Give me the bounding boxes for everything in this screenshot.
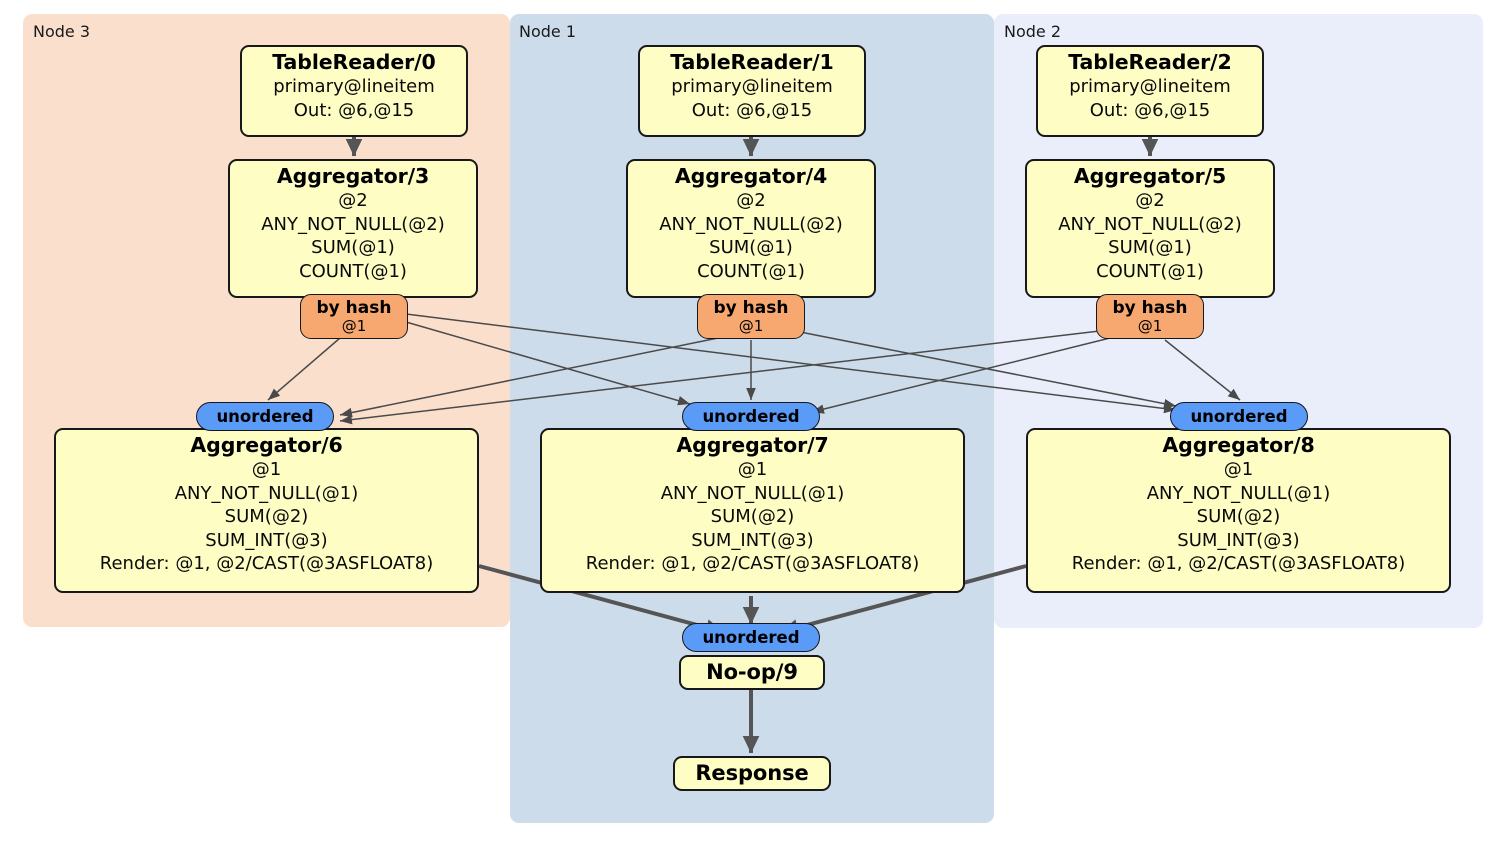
processor-detail: SUM(@1) [1108,237,1192,258]
processor-detail: SUM(@1) [709,237,793,258]
processor-aggregator-4[interactable]: Aggregator/4 @2 ANY_NOT_NULL(@2) SUM(@1)… [626,159,876,298]
processor-tablereader-0[interactable]: TableReader/0 primary@lineitem Out: @6,@… [240,45,468,137]
input-synchronizer-unordered-9[interactable]: unordered [682,623,820,652]
processor-detail: ANY_NOT_NULL(@2) [261,213,445,235]
processor-detail: primary@lineitem [273,76,435,97]
processor-title: Aggregator/6 [190,433,343,457]
region-label-node1: Node 1 [519,22,577,41]
processor-title: Aggregator/4 [674,164,828,188]
region-label-node2: Node 2 [1004,22,1062,41]
processor-title: No-op/9 [706,660,798,684]
processor-detail: @1 [1223,459,1254,480]
processor-aggregator-7[interactable]: Aggregator/7 @1 ANY_NOT_NULL(@1) SUM(@2)… [540,428,965,593]
processor-title: TableReader/2 [1068,50,1232,74]
processor-tablereader-2[interactable]: TableReader/2 primary@lineitem Out: @6,@… [1036,45,1264,137]
processor-detail: @1 [251,459,282,480]
processor-detail: ANY_NOT_NULL(@2) [1058,213,1242,235]
processor-detail: @1 [737,459,768,480]
processor-detail: Out: @6,@15 [691,99,813,121]
processor-detail: SUM(@2) [224,506,309,527]
processor-detail: COUNT(@1) [299,260,407,282]
processor-detail: Render: @1, @2/CAST(@3ASFLOAT8) [1071,553,1406,574]
router-column: @1 [1137,316,1163,335]
output-router-by-hash-3[interactable]: by hash @1 [300,294,408,339]
processor-title: TableReader/0 [272,50,436,74]
processor-detail: ANY_NOT_NULL(@1) [660,482,845,504]
processor-detail: COUNT(@1) [697,260,805,282]
processor-detail: Out: @6,@15 [1089,99,1211,121]
router-column: @1 [738,316,764,335]
region-label-node3: Node 3 [33,22,91,41]
processor-detail: COUNT(@1) [1096,260,1204,282]
processor-detail: Render: @1, @2/CAST(@3ASFLOAT8) [585,553,920,574]
processor-title: Aggregator/3 [276,164,430,188]
processor-response[interactable]: Response [673,756,831,791]
processor-detail: ANY_NOT_NULL(@1) [174,482,359,504]
synchronizer-label: unordered [1190,406,1288,426]
processor-detail: SUM(@2) [710,506,795,527]
router-label: by hash [713,297,789,318]
input-synchronizer-unordered-8[interactable]: unordered [1170,402,1308,431]
synchronizer-label: unordered [702,406,800,426]
processor-detail: SUM_INT(@3) [205,529,328,551]
output-router-by-hash-5[interactable]: by hash @1 [1096,294,1204,339]
processor-detail: primary@lineitem [1069,76,1231,97]
processor-detail: SUM_INT(@3) [1177,529,1300,551]
processor-aggregator-6[interactable]: Aggregator/6 @1 ANY_NOT_NULL(@1) SUM(@2)… [54,428,479,593]
processor-detail: SUM(@2) [1196,506,1281,527]
processor-noop-9[interactable]: No-op/9 [679,655,825,690]
processor-detail: @2 [1135,190,1165,211]
processor-detail: ANY_NOT_NULL(@1) [1146,482,1331,504]
processor-detail: primary@lineitem [671,76,833,97]
processor-detail: @2 [338,190,368,211]
processor-aggregator-3[interactable]: Aggregator/3 @2 ANY_NOT_NULL(@2) SUM(@1)… [228,159,478,298]
router-column: @1 [341,316,367,335]
processor-detail: SUM(@1) [311,237,395,258]
processor-detail: @2 [736,190,766,211]
processor-detail: SUM_INT(@3) [691,529,814,551]
processor-title: Aggregator/5 [1073,164,1227,188]
synchronizer-label: unordered [702,627,800,647]
processor-title: Aggregator/8 [1162,433,1315,457]
processor-detail: ANY_NOT_NULL(@2) [659,213,843,235]
processor-detail: Render: @1, @2/CAST(@3ASFLOAT8) [99,553,434,574]
input-synchronizer-unordered-6[interactable]: unordered [196,402,334,431]
processor-tablereader-1[interactable]: TableReader/1 primary@lineitem Out: @6,@… [638,45,866,137]
input-synchronizer-unordered-7[interactable]: unordered [682,402,820,431]
processor-detail: Out: @6,@15 [293,99,415,121]
processor-title: Aggregator/7 [676,433,829,457]
processor-aggregator-8[interactable]: Aggregator/8 @1 ANY_NOT_NULL(@1) SUM(@2)… [1026,428,1451,593]
processor-aggregator-5[interactable]: Aggregator/5 @2 ANY_NOT_NULL(@2) SUM(@1)… [1025,159,1275,298]
router-label: by hash [316,297,392,318]
output-router-by-hash-4[interactable]: by hash @1 [697,294,805,339]
router-label: by hash [1112,297,1188,318]
synchronizer-label: unordered [216,406,314,426]
processor-title: Response [695,761,809,785]
processor-title: TableReader/1 [670,50,834,74]
